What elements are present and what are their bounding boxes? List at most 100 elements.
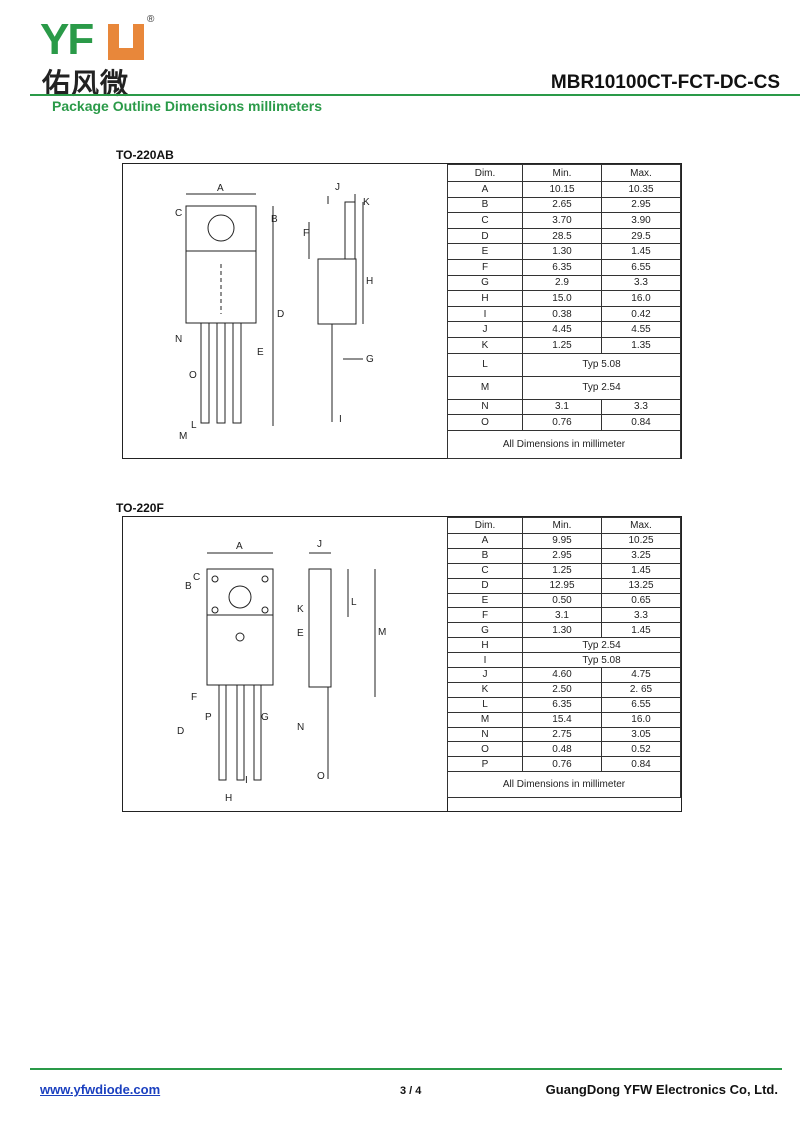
min-cell: 1.30: [522, 622, 602, 639]
dim-cell: B: [447, 547, 523, 564]
to220f-outline-drawing: A B C F P G D H I J K E L M N O: [123, 517, 448, 811]
min-cell: 15.0: [522, 290, 602, 307]
svg-text:G: G: [261, 712, 269, 723]
min-cell: 4.45: [522, 321, 602, 338]
typ-cell: Typ 2.54: [522, 375, 681, 400]
yfw-logo: YF ® 佑风微: [40, 14, 155, 100]
max-cell: 0.42: [601, 305, 681, 323]
dim-cell: K: [447, 681, 523, 698]
svg-text:B: B: [185, 581, 192, 592]
typ-cell: Typ 5.08: [522, 652, 681, 669]
max-cell: 0.84: [601, 414, 681, 431]
max-cell: 3.05: [601, 726, 681, 743]
min-cell: 10.15: [522, 181, 602, 198]
max-cell: 3.3: [601, 274, 681, 292]
svg-text:H: H: [366, 276, 373, 287]
svg-text:E: E: [257, 347, 264, 358]
package-title-to220f: TO-220F: [116, 501, 164, 515]
min-cell: 15.4: [522, 711, 602, 728]
svg-text:F: F: [191, 692, 197, 703]
package-title-to220ab: TO-220AB: [116, 148, 174, 162]
model-number: MBR10100CT-FCT-DC-CS: [550, 72, 780, 93]
svg-text:J: J: [335, 182, 340, 193]
dim-cell: N: [447, 726, 523, 743]
dim-cell: I: [447, 305, 523, 323]
dim-cell: G: [447, 274, 523, 292]
dim-cell: H: [447, 290, 523, 307]
min-cell: 1.25: [522, 336, 602, 354]
max-cell: 1.45: [601, 243, 681, 260]
dim-cell: C: [447, 212, 523, 229]
max-cell: 6.55: [601, 258, 681, 276]
max-cell: 0.52: [601, 741, 681, 758]
min-cell: 6.35: [522, 696, 602, 713]
registered-mark: ®: [147, 14, 155, 25]
dim-cell: B: [447, 196, 523, 214]
dim-cell: D: [447, 577, 523, 594]
dim-cell: P: [447, 756, 523, 773]
typ-cell: Typ 5.08: [522, 352, 681, 377]
svg-text:C: C: [175, 208, 182, 219]
min-cell: 28.5: [522, 227, 602, 245]
dim-cell: O: [447, 741, 523, 758]
website-link[interactable]: www.yfwdiode.com: [40, 1082, 161, 1097]
footer-divider: [30, 1068, 782, 1070]
max-cell: 3.25: [601, 547, 681, 564]
max-cell: 3.3: [601, 607, 681, 624]
svg-text:L: L: [191, 420, 197, 431]
min-cell: 3.70: [522, 212, 602, 229]
svg-text:N: N: [175, 334, 182, 345]
svg-text:D: D: [177, 726, 184, 737]
dim-cell: O: [447, 414, 523, 431]
company-name: GuangDong YFW Electronics Co, Ltd.: [545, 1082, 778, 1097]
svg-text:N: N: [297, 722, 304, 733]
min-cell: 2.95: [522, 547, 602, 564]
max-cell: 6.55: [601, 696, 681, 713]
table-footer: All Dimensions in millimeter: [447, 429, 681, 459]
to220ab-outline-drawing: A B C D E N O L M J K F H G I: [123, 164, 448, 458]
dim-cell: A: [447, 533, 523, 549]
section-subtitle: Package Outline Dimensions millimeters: [52, 98, 322, 114]
dim-cell: E: [447, 243, 523, 260]
dim-cell: M: [447, 375, 523, 400]
min-cell: 2.9: [522, 274, 602, 292]
dim-cell: G: [447, 622, 523, 639]
svg-text:B: B: [271, 214, 278, 225]
min-cell: 12.95: [522, 577, 602, 594]
svg-text:K: K: [363, 197, 370, 208]
svg-text:H: H: [225, 793, 232, 804]
max-cell: 2.95: [601, 196, 681, 214]
dim-cell: H: [447, 637, 523, 654]
dim-cell: E: [447, 592, 523, 609]
svg-text:D: D: [277, 309, 284, 320]
dim-cell: J: [447, 667, 523, 683]
package-box-to220f: A B C F P G D H I J K E L M N O Dim.Min.…: [122, 516, 682, 812]
min-cell: 0.48: [522, 741, 602, 758]
svg-text:O: O: [189, 370, 197, 381]
svg-text:J: J: [317, 539, 322, 550]
dim-cell: D: [447, 227, 523, 245]
min-cell: 2.65: [522, 196, 602, 214]
min-cell: 1.25: [522, 562, 602, 579]
max-cell: 1.45: [601, 622, 681, 639]
max-cell: 0.65: [601, 592, 681, 609]
max-cell: 2. 65: [601, 681, 681, 698]
dim-cell: F: [447, 258, 523, 276]
table-footer: All Dimensions in millimeter: [447, 771, 681, 799]
min-cell: 0.76: [522, 756, 602, 773]
svg-text:M: M: [378, 627, 386, 638]
svg-text:M: M: [179, 431, 187, 442]
